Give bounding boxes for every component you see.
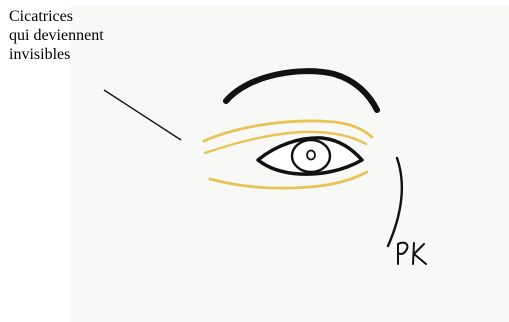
annotation-pointer: [104, 90, 181, 140]
eye-outline: [258, 138, 362, 174]
upper-scar-line: [204, 121, 372, 141]
signature-mark: [398, 243, 426, 264]
eyebrow: [226, 71, 377, 110]
face-contour: [388, 158, 402, 246]
